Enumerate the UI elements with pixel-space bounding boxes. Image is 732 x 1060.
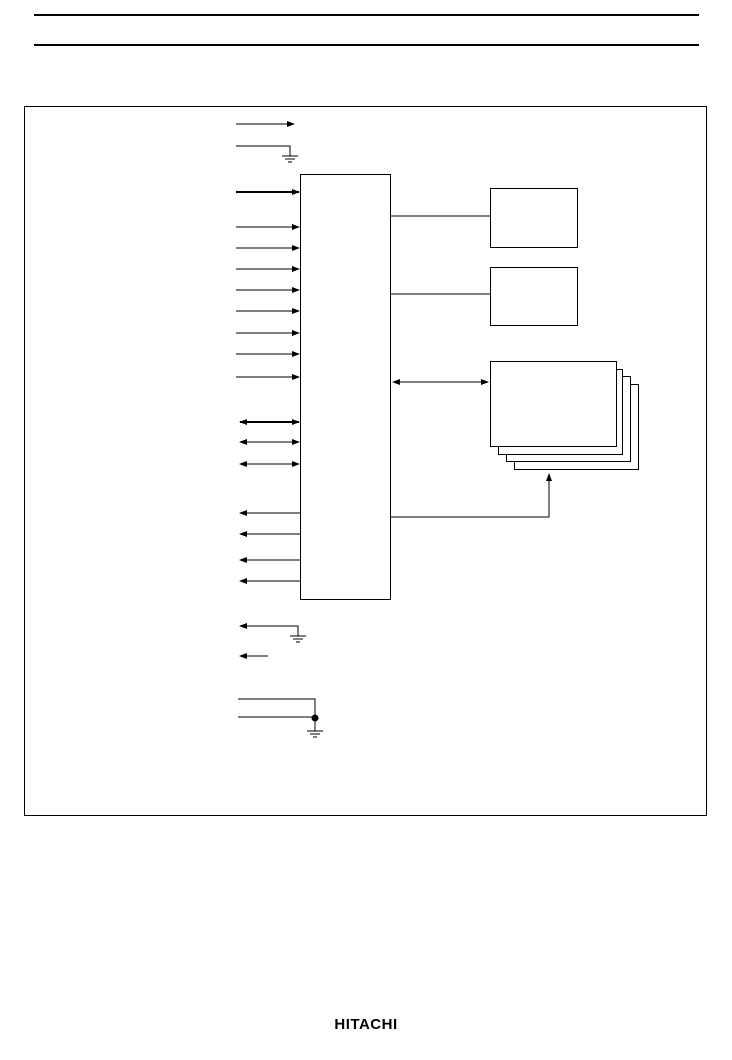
ground-icon-top (282, 155, 298, 163)
memory-b-block (490, 267, 578, 326)
memory-bank-layer-1 (490, 361, 617, 447)
ground-output-line (239, 623, 299, 636)
ground-icon-bottom (307, 730, 323, 738)
ground-icon-lower (290, 635, 306, 643)
bank-select-line (391, 473, 552, 518)
controller-block (300, 174, 391, 600)
brand-logo: HITACHI (334, 1016, 398, 1033)
junction-node (311, 714, 319, 722)
memory-a-block (490, 188, 578, 248)
header-rule-top (34, 14, 699, 16)
diagram-frame (24, 106, 707, 816)
supply-line-upper (238, 698, 316, 718)
header-rule-bottom (34, 44, 699, 46)
ground-line-top (236, 145, 291, 156)
